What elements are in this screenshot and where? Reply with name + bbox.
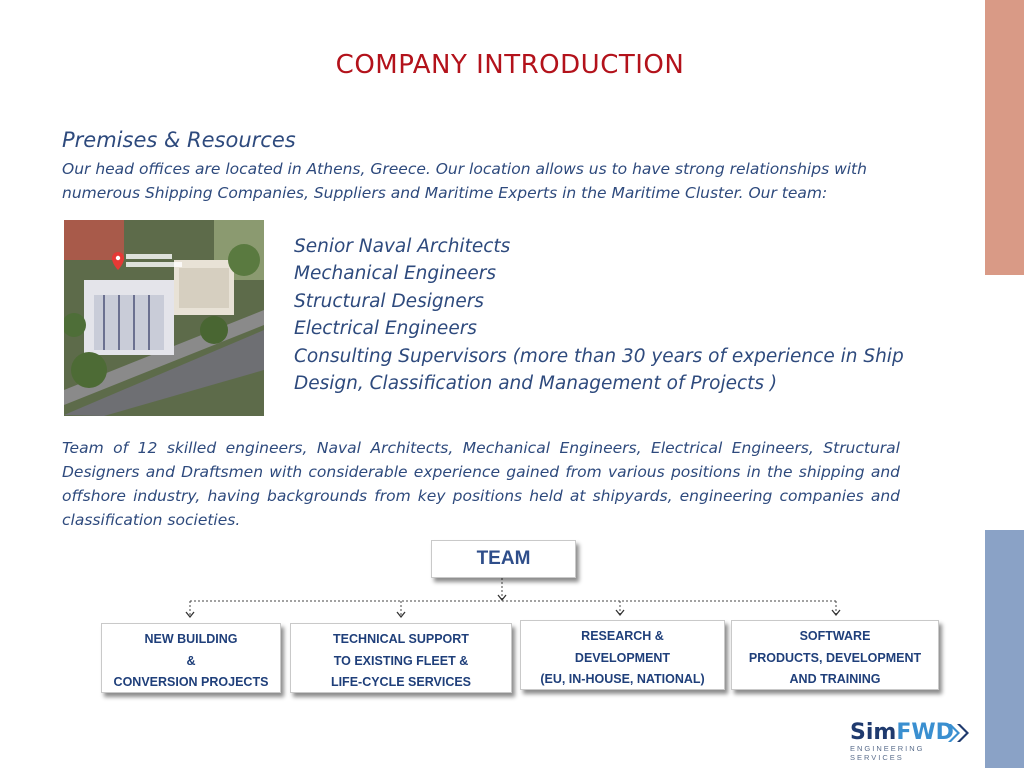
- org-box-research-development: RESEARCH & DEVELOPMENT (EU, IN-HOUSE, NA…: [520, 620, 725, 690]
- role-item: Mechanical Engineers: [294, 263, 497, 285]
- simfwd-logo: SimFWD ENGINEERING SERVICES: [850, 720, 975, 762]
- role-item: Consulting Supervisors (more than 30 yea…: [294, 345, 904, 367]
- org-chart-root-team: TEAM: [431, 540, 576, 578]
- decorative-stripe-top: [985, 0, 1024, 275]
- team-roles-list: Senior Naval Architects Mechanical Engin…: [294, 233, 914, 397]
- logo-name-part2: FWD: [896, 720, 954, 745]
- logo-tagline: ENGINEERING SERVICES: [850, 744, 925, 762]
- org-box-line: RESEARCH &: [581, 629, 664, 643]
- premises-heading: Premises & Resources: [62, 128, 296, 152]
- org-box-new-building: NEW BUILDING & CONVERSION PROJECTS: [101, 623, 281, 693]
- forward-arrows-icon: [948, 724, 969, 742]
- org-box-technical-support: TECHNICAL SUPPORT TO EXISTING FLEET & LI…: [290, 623, 512, 693]
- role-item: Senior Naval Architects: [294, 236, 511, 257]
- org-box-line: &: [186, 653, 196, 668]
- org-box-line: PRODUCTS, DEVELOPMENT: [748, 650, 922, 665]
- org-box-line: CONVERSION PROJECTS: [113, 675, 269, 689]
- team-description: Team of 12 skilled engineers, Naval Arch…: [62, 439, 900, 529]
- org-box-line: TECHNICAL SUPPORT: [333, 632, 469, 646]
- org-box-line: AND TRAINING: [789, 672, 881, 686]
- role-item: Electrical Engineers: [294, 318, 477, 340]
- office-aerial-photo: [64, 220, 264, 416]
- org-box-line: TO EXISTING FLEET &: [333, 653, 469, 668]
- org-box-software: SOFTWARE PRODUCTS, DEVELOPMENT AND TRAIN…: [731, 620, 939, 690]
- org-box-line: (EU, IN-HOUSE, NATIONAL): [540, 672, 705, 686]
- page-title: COMPANY INTRODUCTION: [335, 50, 685, 80]
- org-box-line: NEW BUILDING: [144, 632, 238, 646]
- decorative-stripe-bottom: [985, 530, 1024, 768]
- role-item: Structural Designers: [294, 290, 484, 312]
- logo-name-part1: Sim: [850, 720, 897, 745]
- org-box-line: SOFTWARE: [799, 629, 871, 643]
- role-item: Design, Classification and Management of…: [294, 373, 778, 395]
- premises-text: Our head offices are located in Athens, …: [62, 160, 867, 202]
- org-box-line: LIFE-CYCLE SERVICES: [330, 675, 472, 689]
- org-box-line: DEVELOPMENT: [574, 650, 671, 665]
